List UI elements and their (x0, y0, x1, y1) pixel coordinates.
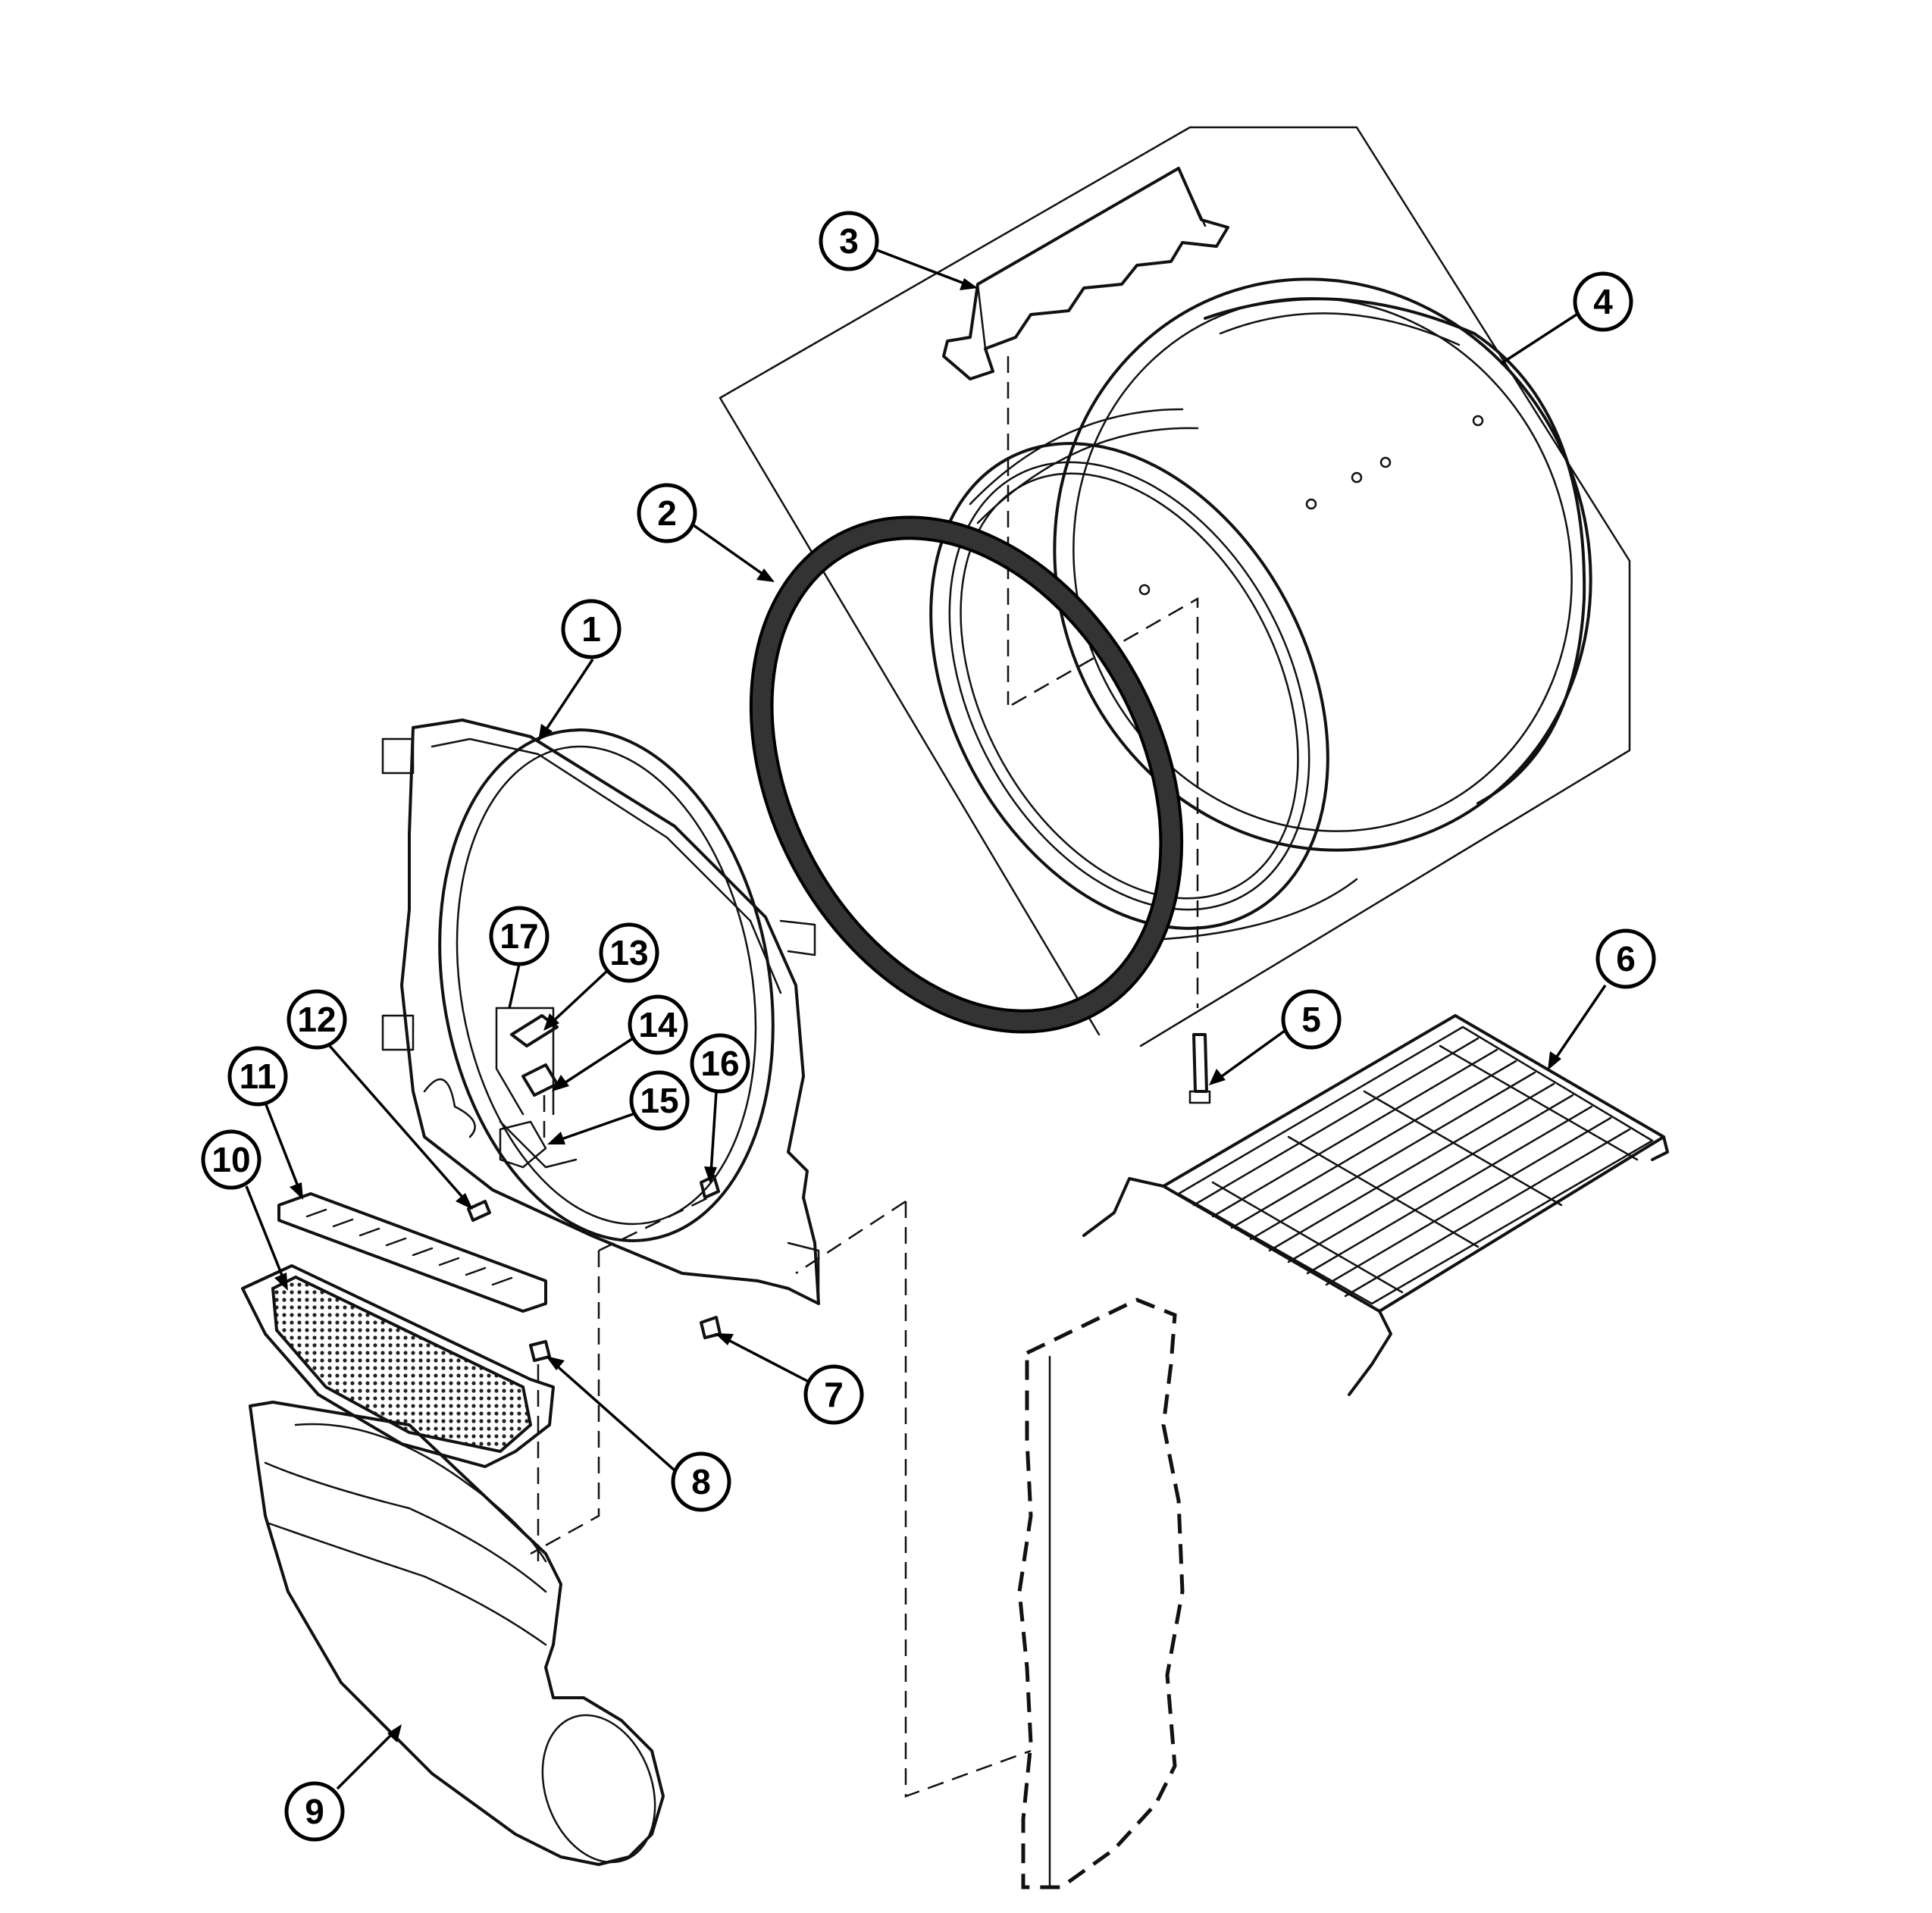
callout-11: 11 (227, 1046, 303, 1200)
svg-text:10: 10 (211, 1140, 250, 1179)
small-parts-cluster (495, 1007, 559, 1169)
callout-3: 3 (819, 211, 978, 290)
callout-10: 10 (201, 1129, 288, 1291)
callout-2: 2 (637, 483, 775, 582)
duct-part-9 (249, 1401, 665, 1866)
svg-text:4: 4 (1593, 282, 1613, 321)
svg-text:5: 5 (1301, 1000, 1321, 1039)
svg-text:3: 3 (839, 221, 859, 261)
screws-12-16 (467, 1175, 720, 1222)
svg-text:12: 12 (297, 1000, 336, 1039)
dashed-phantom-part (530, 1196, 1185, 1890)
svg-text:9: 9 (305, 1792, 324, 1831)
callout-15: 15 (547, 1070, 690, 1144)
lint-screen-part-10 (241, 1264, 555, 1468)
svg-text:6: 6 (1616, 939, 1636, 978)
callout-8: 8 (546, 1356, 731, 1512)
svg-text:11: 11 (240, 1057, 277, 1096)
callout-9: 9 (284, 1724, 402, 1842)
callout-7: 7 (715, 1333, 864, 1425)
svg-text:13: 13 (609, 933, 648, 972)
svg-text:15: 15 (640, 1081, 678, 1120)
svg-text:7: 7 (824, 1375, 844, 1414)
screw-part-8 (529, 1340, 551, 1561)
drum-part-4 (929, 277, 1592, 1008)
rack-part-6 (1082, 1014, 1669, 1396)
callout-16: 16 (690, 1033, 750, 1184)
callout-17: 17 (489, 906, 550, 1009)
callout-1: 1 (538, 599, 622, 741)
gasket-part-2 (749, 515, 1184, 1034)
bracket-part-3 (942, 167, 1229, 705)
bulkhead-part-1 (381, 719, 820, 1305)
callout-13: 13 (543, 922, 659, 1031)
screw-part-5 (1188, 1033, 1211, 1104)
callout-12: 12 (287, 989, 473, 1210)
callout-6: 6 (1548, 928, 1656, 1070)
svg-text:17: 17 (499, 916, 538, 956)
callout-5: 5 (1209, 989, 1342, 1085)
svg-text:16: 16 (700, 1044, 739, 1083)
svg-text:14: 14 (638, 1005, 678, 1044)
svg-text:2: 2 (657, 493, 677, 533)
callout-14: 14 (552, 994, 688, 1091)
svg-text:1: 1 (581, 609, 601, 649)
drum-group-outline (719, 126, 1631, 1047)
grid-part-11 (277, 1192, 547, 1313)
callout-4: 4 (1500, 271, 1633, 365)
svg-text:8: 8 (691, 1462, 711, 1501)
